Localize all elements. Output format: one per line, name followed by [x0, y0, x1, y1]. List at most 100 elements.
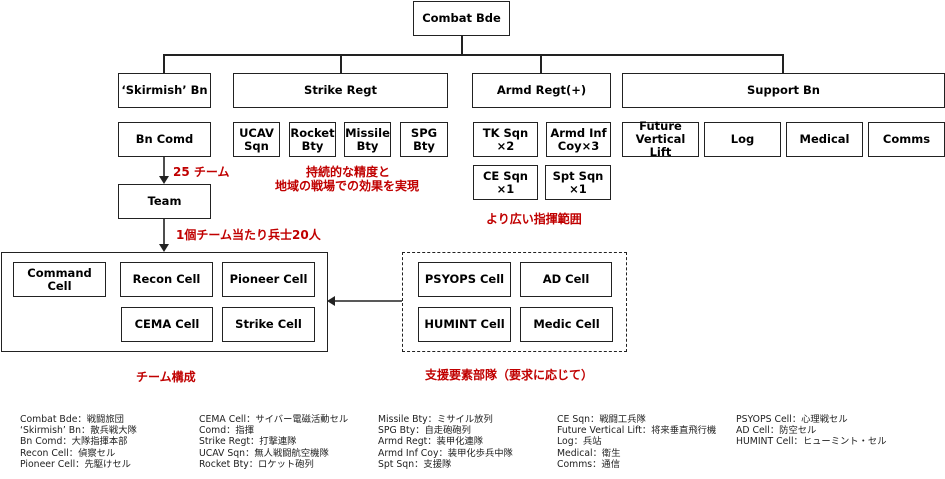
- legend-item: UCAV Sqn：無人戦闘航空機隊: [199, 447, 329, 459]
- ad-cell-box: AD Cell: [520, 262, 612, 297]
- legend-item: CE Sqn：戦闘工兵隊: [557, 414, 646, 425]
- legend-item: ‘Skirmish’ Bn：散兵戦大隊: [20, 425, 137, 437]
- ucav-sqn-box: UCAV Sqn: [233, 122, 280, 157]
- legend-item: Armd Regt：装甲化連隊: [378, 436, 484, 448]
- legend-col-3: Missile Bty：ミサイル放列 SPG Bty：自走砲砲列 Armd Re…: [378, 414, 513, 470]
- legend-item: Combat Bde：戦闘旅団: [20, 414, 124, 425]
- legend-col-4: CE Sqn：戦闘工兵隊 Future Vertical Lift：将来垂直飛行…: [557, 414, 716, 470]
- connector-horizontal: [163, 54, 783, 56]
- armd-inf-coy-box: Armd Inf Coy×3: [546, 122, 611, 157]
- legend-item: AD Cell：防空セル: [736, 425, 817, 437]
- tk-sqn-label: TK Sqn ×2: [482, 125, 529, 153]
- medic-cell-label: Medic Cell: [533, 317, 600, 331]
- legend-item: Future Vertical Lift：将来垂直飛行機: [557, 425, 717, 437]
- legend-item: Pioneer Cell：先駆けセル: [20, 458, 131, 470]
- strike-cell-box: Strike Cell: [222, 307, 315, 342]
- arrowhead-support-to-team: [327, 296, 335, 306]
- support-elements-box: [402, 252, 627, 352]
- legend-item: Comms：通信: [557, 458, 621, 470]
- legend-item: PSYOPS Cell：心理戦セル: [736, 414, 848, 425]
- spg-bty-label: SPG Bty: [410, 125, 438, 153]
- comms-label: Comms: [882, 132, 931, 146]
- rocket-bty-box: Rocket Bty: [289, 122, 336, 157]
- bn-comd-box: Bn Comd: [118, 122, 211, 157]
- ce-sqn-box: CE Sqn ×1: [473, 165, 538, 200]
- strike-note-line1: 持続的な精度と: [306, 165, 391, 179]
- legend-col-5: PSYOPS Cell：心理戦セル AD Cell：防空セル HUMINT Ce…: [736, 414, 887, 448]
- legend-item: Missile Bty：ミサイル放列: [378, 414, 493, 425]
- medical-box: Medical: [786, 122, 863, 157]
- cema-cell-box: CEMA Cell: [121, 307, 213, 342]
- command-cell-label: Command Cell: [27, 265, 92, 293]
- rocket-bty-label: Rocket Bty: [290, 125, 335, 153]
- ce-sqn-label: CE Sqn ×1: [482, 168, 528, 196]
- humint-cell-box: HUMINT Cell: [418, 307, 511, 342]
- armd-regt-label: Armd Regt(+): [496, 83, 587, 97]
- team-label: Team: [147, 194, 182, 208]
- arrowhead-team: [159, 176, 169, 184]
- strike-regt-box: Strike Regt: [233, 73, 448, 108]
- medic-cell-box: Medic Cell: [520, 307, 613, 342]
- legend-item: Log：兵站: [557, 436, 602, 448]
- connector-skirmish: [163, 54, 165, 74]
- recon-cell-box: Recon Cell: [120, 262, 213, 297]
- connector-strike: [340, 54, 342, 74]
- log-label: Log: [730, 132, 755, 146]
- legend-item: Medical：衛生: [557, 447, 621, 459]
- legend-item: Recon Cell：偵察セル: [20, 447, 116, 459]
- armd-regt-box: Armd Regt(+): [472, 73, 611, 108]
- legend-col-2: CEMA Cell：サイバー電磁活動セル Comd：指揮 Strike Regt…: [199, 414, 348, 470]
- skirmish-bn-label: ‘Skirmish’ Bn: [121, 83, 208, 97]
- arrowhead-composition: [159, 244, 169, 252]
- cema-cell-label: CEMA Cell: [134, 317, 200, 331]
- strike-cell-label: Strike Cell: [235, 317, 302, 331]
- strike-note-line2: 地域の戦場での効果を実現: [275, 179, 420, 193]
- connector-top-vertical: [461, 35, 463, 55]
- armd-inf-coy-label: Armd Inf Coy×3: [550, 125, 607, 153]
- support-bn-label: Support Bn: [747, 83, 820, 97]
- legend-item: Bn Comd：大隊指揮本部: [20, 436, 128, 448]
- missile-bty-label: Missile Bty: [345, 125, 390, 153]
- psyops-cell-box: PSYOPS Cell: [418, 262, 511, 297]
- armd-note: より広い指揮範囲: [486, 212, 582, 226]
- log-box: Log: [704, 122, 781, 157]
- legend-col-1: Combat Bde：戦闘旅団 ‘Skirmish’ Bn：散兵戦大隊 Bn C…: [20, 414, 137, 470]
- legend-item: HUMINT Cell：ヒューミント・セル: [736, 436, 887, 448]
- command-cell-box: Command Cell: [13, 262, 106, 297]
- pioneer-cell-box: Pioneer Cell: [222, 262, 315, 297]
- connector-support: [782, 54, 784, 74]
- support-bn-box: Support Bn: [622, 73, 945, 108]
- spt-sqn-label: Spt Sqn ×1: [552, 168, 604, 196]
- legend-item: Armd Inf Coy：装甲化歩兵中隊: [378, 447, 513, 459]
- note-soldiers: 1個チーム当たり兵士20人: [176, 228, 321, 242]
- note-teams: 25 チーム: [173, 165, 230, 179]
- strike-regt-label: Strike Regt: [304, 83, 377, 97]
- ucav-sqn-label: UCAV Sqn: [239, 125, 274, 153]
- bn-comd-label: Bn Comd: [135, 132, 194, 146]
- tk-sqn-box: TK Sqn ×2: [473, 122, 538, 157]
- future-vertical-lift-label: Future Vertical Lift: [635, 119, 686, 159]
- recon-cell-label: Recon Cell: [132, 272, 201, 286]
- spg-bty-box: SPG Bty: [400, 122, 448, 157]
- psyops-cell-label: PSYOPS Cell: [424, 272, 505, 286]
- connector-armd: [540, 54, 542, 74]
- spt-sqn-box: Spt Sqn ×1: [545, 165, 611, 200]
- combat-bde-box: Combat Bde: [413, 1, 510, 36]
- future-vertical-lift-box: Future Vertical Lift: [622, 119, 699, 159]
- pioneer-cell-label: Pioneer Cell: [229, 272, 308, 286]
- legend-item: CEMA Cell：サイバー電磁活動セル: [199, 414, 349, 425]
- legend-item: Strike Regt：打撃連隊: [199, 436, 297, 448]
- legend-item: SPG Bty：自走砲砲列: [378, 425, 471, 437]
- medical-label: Medical: [799, 132, 850, 146]
- legend-item: Rocket Bty：ロケット砲列: [199, 458, 314, 470]
- legend-item: Spt Sqn：支援隊: [378, 458, 452, 470]
- team-box: Team: [118, 184, 211, 219]
- combat-bde-label: Combat Bde: [422, 11, 501, 25]
- missile-bty-box: Missile Bty: [344, 122, 391, 157]
- team-composition-caption: チーム構成: [136, 370, 196, 384]
- ad-cell-label: AD Cell: [542, 272, 590, 286]
- skirmish-bn-box: ‘Skirmish’ Bn: [118, 73, 211, 108]
- support-elements-caption: 支援要素部隊（要求に応じて）: [425, 368, 594, 382]
- humint-cell-label: HUMINT Cell: [424, 317, 505, 331]
